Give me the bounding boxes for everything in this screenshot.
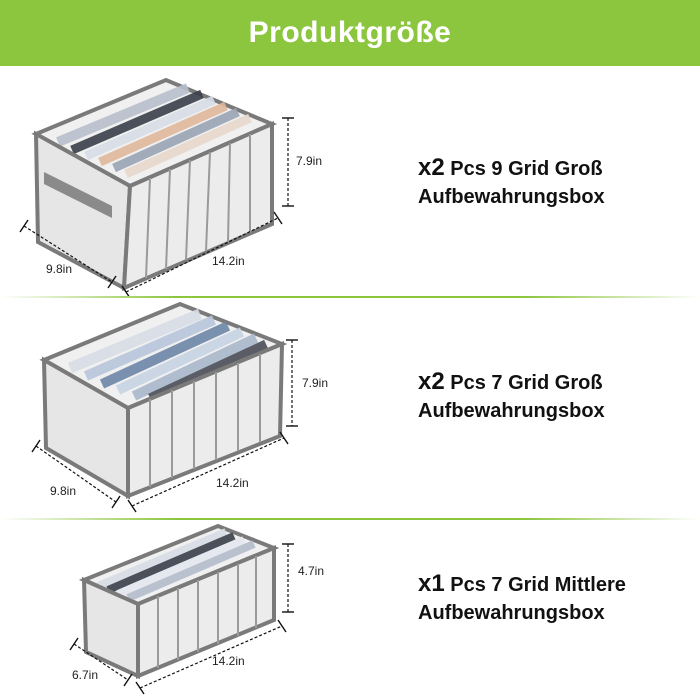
product-name-label: Aufbewahrungsbox <box>418 186 605 208</box>
product-description: x1 Pcs 7 Grid Mittlere Aufbewahrungsbox <box>418 570 626 627</box>
storage-box-7-grid-medium-image <box>69 523 294 695</box>
page-title: Produktgröße <box>248 16 452 49</box>
width-dimension-label: 14.2in <box>212 254 245 268</box>
product-variant-label: Pcs 7 Grid Groß <box>450 372 603 394</box>
height-dimension-label: 7.9in <box>302 376 329 390</box>
product-row-3: 4.7in 6.7in 14.2in x1 Pcs 7 Grid Mittler… <box>0 520 700 700</box>
section-divider <box>0 296 700 298</box>
depth-dimension-label: 9.8in <box>50 484 77 498</box>
quantity-label: x2 <box>418 154 445 181</box>
product-variant-label: Pcs 7 Grid Mittlere <box>450 574 626 596</box>
height-dimension-label: 4.7in <box>298 564 325 578</box>
product-name-label: Aufbewahrungsbox <box>418 400 605 422</box>
product-name-label: Aufbewahrungsbox <box>418 602 605 624</box>
quantity-label: x1 <box>418 570 445 597</box>
width-dimension-label: 14.2in <box>212 654 245 668</box>
height-dimension-label: 7.9in <box>296 154 323 168</box>
product-row-2: 7.9in 9.8in 14.2in x2 Pcs 7 Grid Groß Au… <box>0 298 700 518</box>
product-description: x2 Pcs 7 Grid Groß Aufbewahrungsbox <box>418 368 605 425</box>
depth-dimension-label: 6.7in <box>72 668 99 682</box>
quantity-label: x2 <box>418 368 445 395</box>
depth-dimension-label: 9.8in <box>46 262 73 276</box>
storage-box-7-grid-large-image <box>31 301 298 513</box>
width-dimension-label: 14.2in <box>216 476 249 490</box>
product-variant-label: Pcs 9 Grid Groß <box>450 158 603 180</box>
storage-box-9-grid-image <box>19 77 294 296</box>
section-divider <box>0 518 700 520</box>
header-banner: Produktgröße <box>0 0 700 66</box>
product-description: x2 Pcs 9 Grid Groß Aufbewahrungsbox <box>418 154 605 211</box>
product-row-1: 7.9in 9.8in 14.2in x2 Pcs 9 Grid Groß Au… <box>0 66 700 296</box>
